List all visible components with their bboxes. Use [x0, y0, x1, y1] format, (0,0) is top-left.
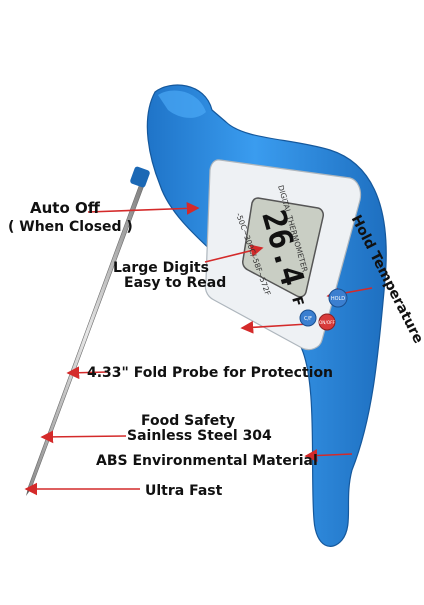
thermometer-body	[146, 84, 387, 547]
abs-material-label: ABS Environmental Material	[96, 453, 318, 469]
hold-button[interactable]: HOLD	[328, 288, 348, 308]
easy-to-read-label: Easy to Read	[124, 275, 227, 291]
food-safety-label: Food Safety	[141, 413, 236, 429]
hold-button-label: HOLD	[331, 296, 345, 302]
power-button[interactable]: ON/OFF	[318, 313, 336, 331]
ultra-fast-label: Ultra Fast	[145, 483, 223, 499]
c-f-button[interactable]: C/F	[299, 309, 317, 327]
auto-off-subtitle: ( When Closed )	[8, 219, 133, 235]
steel-probe	[26, 166, 150, 496]
large-digits-label: Large Digits	[113, 260, 209, 276]
c-f-button-label: C/F	[304, 316, 312, 322]
lcd-unit: F	[288, 295, 306, 309]
fold-probe-label: 4.33" Fold Probe for Protection	[87, 365, 334, 381]
stainless-steel-label: Sainless Steel 304	[127, 428, 272, 444]
auto-off-label: Auto Off	[30, 199, 100, 217]
lcd-screen	[242, 197, 324, 298]
power-button-label: ON/OFF	[319, 320, 336, 325]
